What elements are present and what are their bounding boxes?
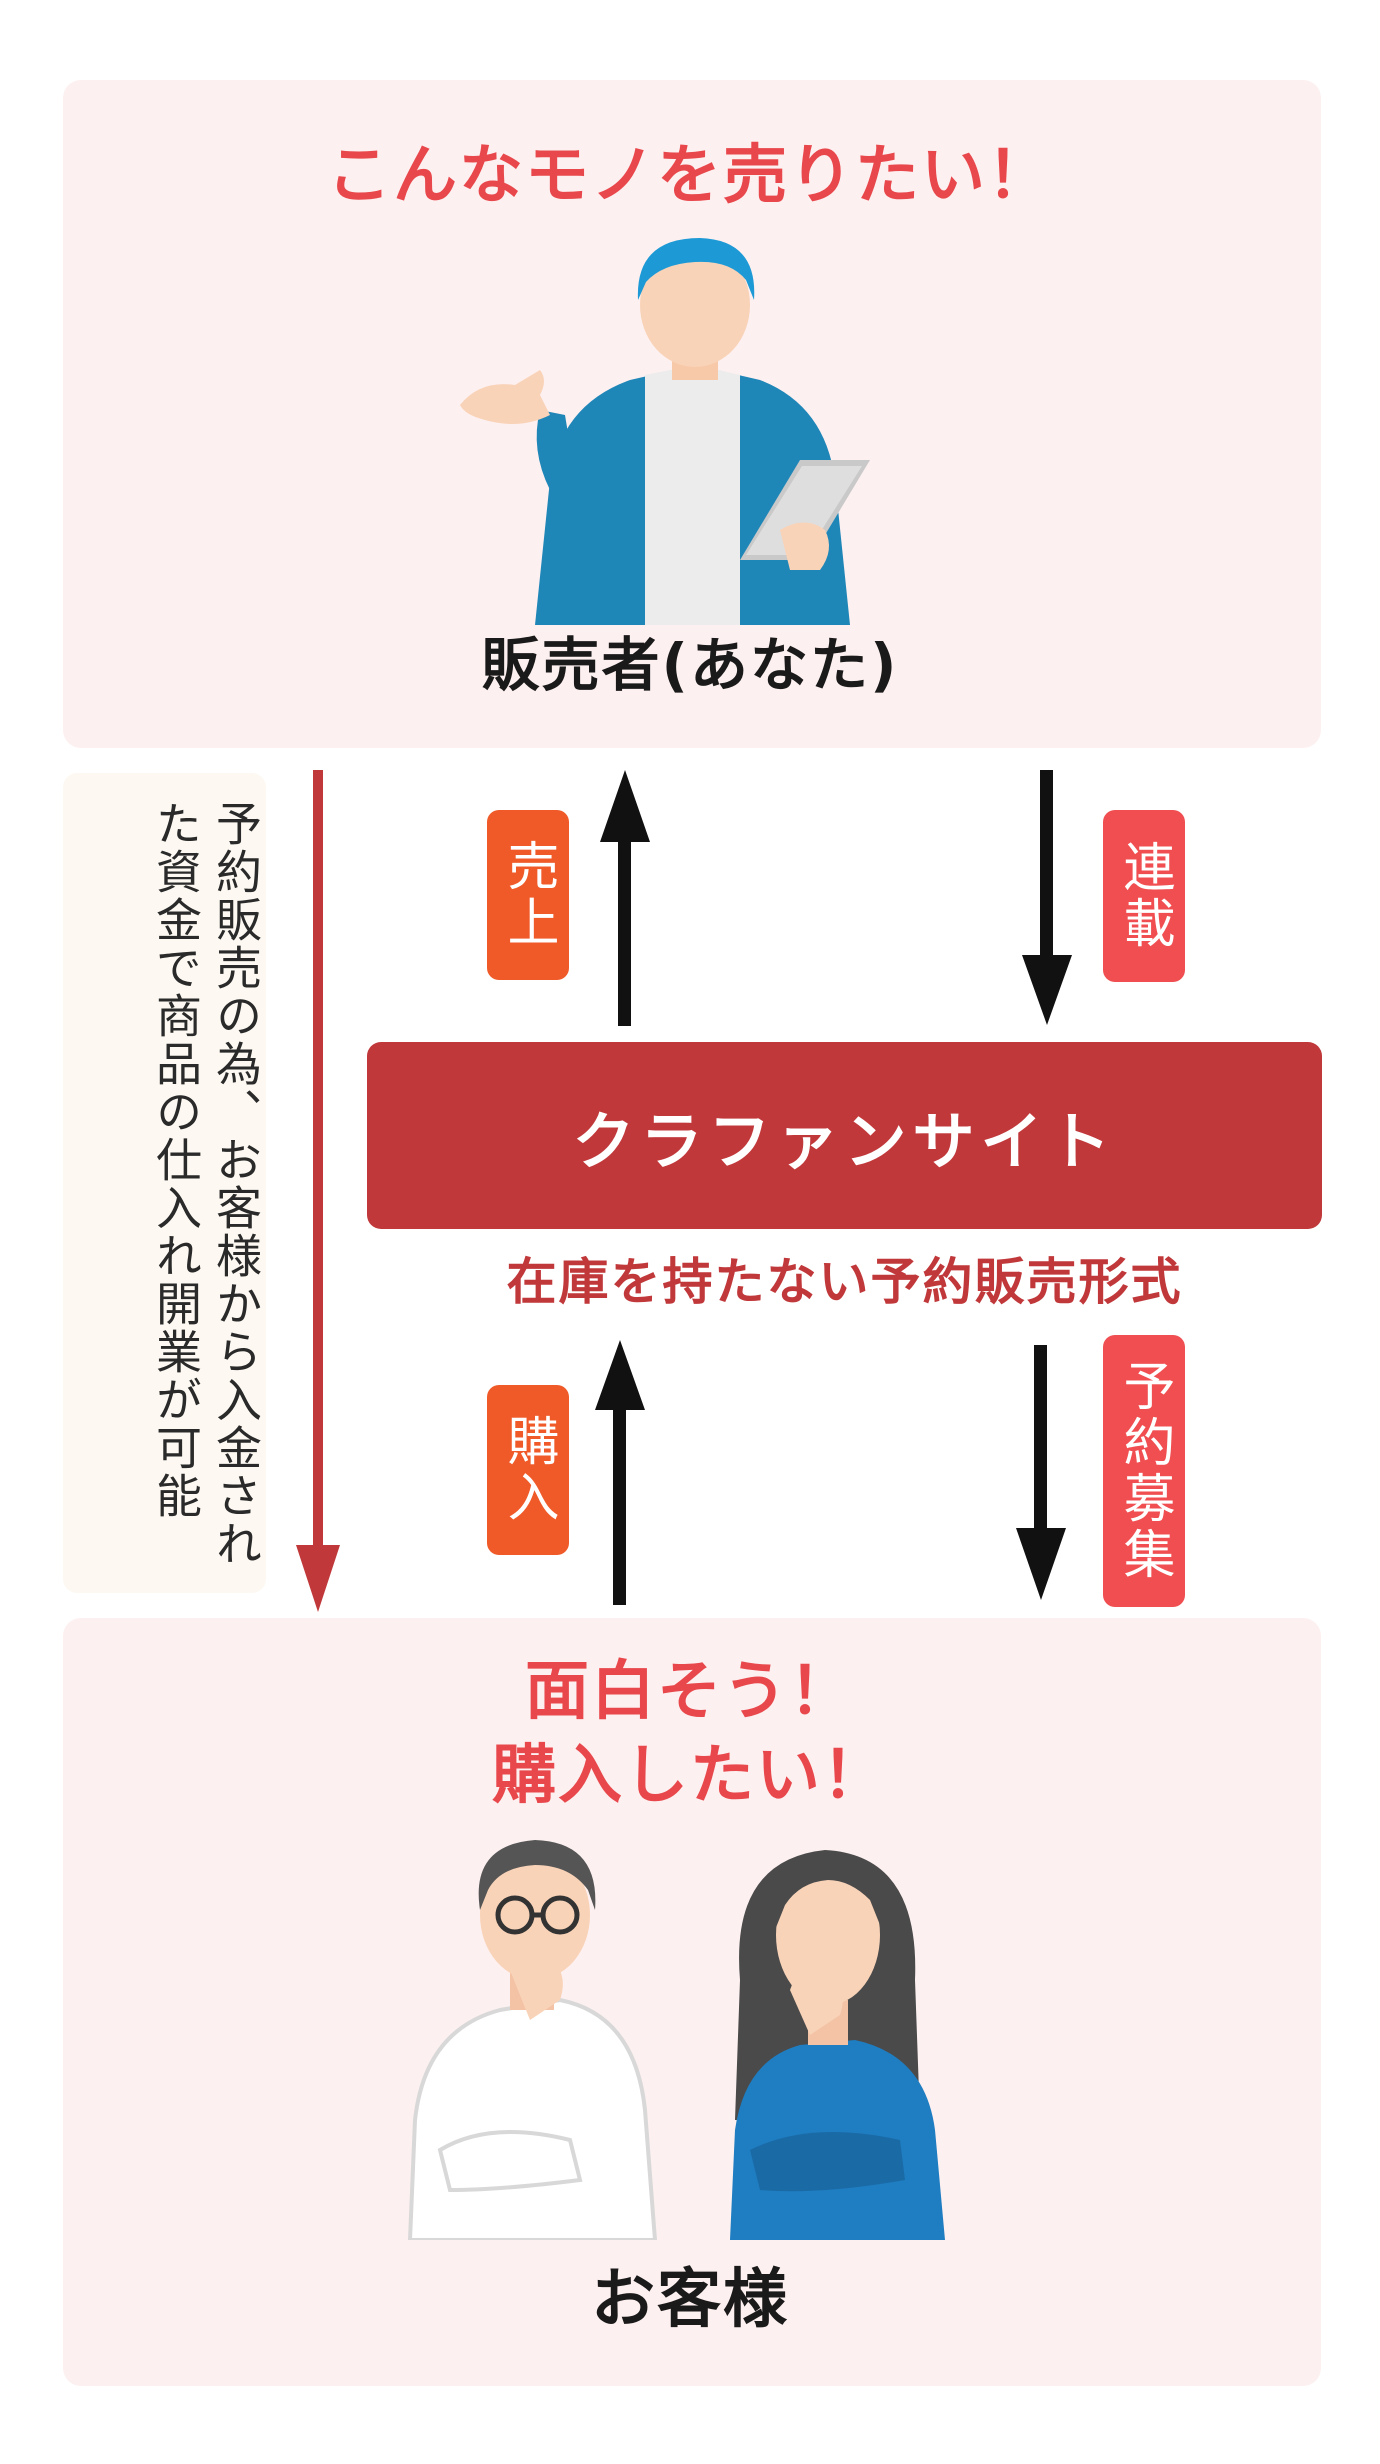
customers-illustration <box>407 1840 945 2240</box>
purchase-tag: 購入 <box>487 1385 569 1555</box>
prepaid-flow-arrow <box>296 770 340 1612</box>
preorder-tag: 予約募集 <box>1103 1335 1185 1607</box>
preorder-arrow <box>1016 1345 1066 1600</box>
woman-figure <box>730 1850 945 2240</box>
customer-headline: 面白そう！ 購入したい！ <box>492 1655 888 1813</box>
man-figure <box>407 1840 658 2240</box>
listing-tag: 連載 <box>1103 810 1185 982</box>
purchase-arrow <box>595 1340 645 1605</box>
seller-illustration <box>460 238 870 625</box>
crowdfunding-site-box: クラファンサイト <box>367 1042 1322 1229</box>
note-panel <box>63 773 266 1593</box>
site-name: クラファンサイト <box>572 1104 1117 1178</box>
seller-headline: こんなモノを売りたい！ <box>327 139 1053 213</box>
note-text: 予約販売の為、お客様から入金された資金で商品の仕入れ開業が可能 <box>149 800 263 1568</box>
seller-label: 販売者(あなた) <box>481 631 899 699</box>
listing-arrow <box>1022 770 1072 1025</box>
sales-tag: 売上 <box>487 810 569 980</box>
sales-arrow <box>600 770 650 1026</box>
customer-panel <box>63 1618 1321 2386</box>
customer-label: お客様 <box>591 2263 789 2337</box>
site-subtitle: 在庫を持たない予約販売形式 <box>506 1253 1183 1311</box>
